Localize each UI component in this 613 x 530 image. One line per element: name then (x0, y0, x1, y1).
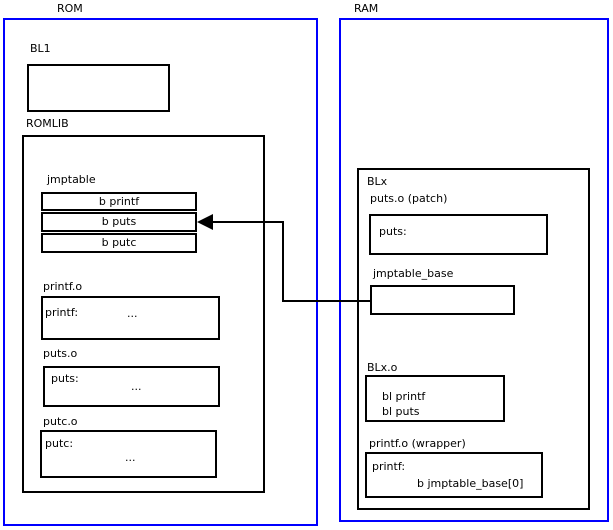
blx-o-line-bl-printf: bl printf (382, 390, 426, 403)
jmptable-row-putc: b putc (41, 233, 197, 253)
puts-body-ellipsis: ... (131, 380, 142, 393)
printf-o-box: printf: ... (41, 296, 220, 340)
putc-symbol: putc: (45, 437, 74, 450)
blx-o-box: bl printf bl puts (365, 375, 505, 422)
jmptable-base-label: jmptable_base (373, 267, 454, 280)
printf-symbol: printf: (45, 306, 79, 319)
puts-patch-box: puts: (369, 214, 548, 255)
jmptable-label: jmptable (47, 173, 96, 186)
ram-label: RAM (354, 2, 379, 15)
printf-o-label: printf.o (43, 280, 83, 293)
puts-o-box: puts: ... (43, 366, 220, 407)
printf-body-ellipsis: ... (127, 307, 138, 320)
romlib-label: ROMLIB (26, 117, 69, 130)
jmptable-row-puts: b puts (41, 212, 197, 232)
printf-wrapper-label: printf.o (wrapper) (369, 437, 466, 450)
blx-o-line-bl-puts: bl puts (382, 405, 420, 418)
putc-o-label: putc.o (43, 415, 78, 428)
puts-o-label: puts.o (43, 347, 78, 360)
bl1-label: BL1 (30, 42, 51, 55)
puts-symbol: puts: (51, 372, 79, 385)
printf-wrapper-symbol: printf: (372, 460, 406, 473)
putc-o-box: putc: ... (40, 430, 217, 478)
blx-o-label: BLx.o (367, 361, 398, 374)
puts-patch-label: puts.o (patch) (370, 192, 448, 205)
printf-wrapper-body: b jmptable_base[0] (417, 477, 524, 490)
printf-wrapper-box: printf: b jmptable_base[0] (365, 452, 543, 498)
bl1-box (27, 64, 170, 112)
puts-patch-symbol: puts: (379, 225, 407, 238)
jmptable-row-printf: b printf (41, 192, 197, 211)
rom-label: ROM (57, 2, 83, 15)
blx-label: BLx (367, 175, 388, 188)
jmptable-base-box (370, 285, 515, 315)
putc-body-ellipsis: ... (125, 451, 136, 464)
